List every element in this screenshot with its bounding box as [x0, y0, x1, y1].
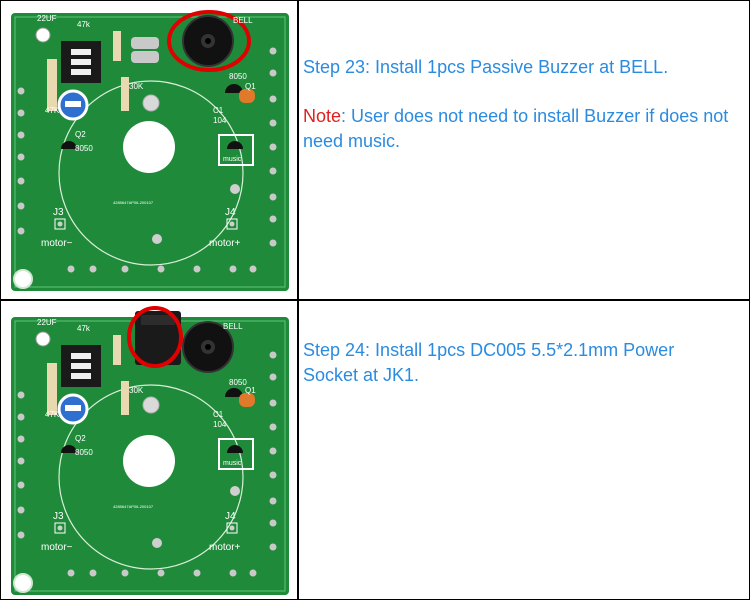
pcb-label-serial: 4285647AP06-200107	[113, 200, 154, 205]
pcb-label-motor-plus: motor+	[209, 542, 241, 553]
pcb-label-q1: Q1	[245, 82, 256, 91]
pcb-label-c1: C1	[213, 106, 224, 115]
row-divider	[0, 299, 750, 301]
pcb-label-res: 47k	[77, 324, 91, 333]
pcb-label-q2: Q2	[75, 130, 86, 139]
pcb-label-motor-minus: motor−	[41, 542, 73, 553]
pcb-label-30k: 30K	[129, 82, 144, 91]
step-23-note: Note: User does not need to install Buzz…	[303, 104, 733, 154]
pcb-label-motor-plus: motor+	[209, 238, 241, 249]
step-24-text: Step 24: Install 1pcs DC005 5.5*2.1mm Po…	[303, 340, 675, 385]
pcb-photo-step-23: 22UF 47k BELL 8050 Q1 C1 104 30K 47K Q2 …	[1, 1, 297, 299]
pcb-label-transistor: 8050	[229, 72, 247, 81]
pcb-label-j3: J3	[53, 207, 64, 218]
highlight-circle-bell	[167, 10, 251, 72]
pcb-label-47k: 47K	[45, 106, 60, 115]
pcb-label-104: 104	[213, 420, 227, 429]
note-text: : User does not need to install Buzzer i…	[303, 106, 729, 151]
pcb-label-q1: Q1	[245, 386, 256, 395]
pcb-label-104: 104	[213, 116, 227, 125]
pcb-label-q2: Q2	[75, 434, 86, 443]
pcb-label-serial: 4285647AP06-200107	[113, 504, 154, 509]
pcb-label-j4: J4	[225, 511, 236, 522]
pcb-label-cap: 22UF	[37, 318, 57, 327]
step-23-text: Step 23: Install 1pcs Passive Buzzer at …	[303, 57, 669, 77]
pcb-label-q2-part: 8050	[75, 144, 93, 153]
note-label: Note	[303, 106, 342, 126]
pcb-label-cap: 22UF	[37, 14, 57, 23]
pcb-label-music: music	[223, 156, 242, 163]
pcb-label-q2-part: 8050	[75, 448, 93, 457]
column-divider	[297, 0, 299, 600]
pcb-label-bell: BELL	[223, 322, 243, 331]
pcb-photo-step-24: 22UF 47k BELL 8050 Q1 C1 104 30K 47K Q2 …	[1, 301, 297, 598]
pcb-label-j4: J4	[225, 207, 236, 218]
pcb-label-c1: C1	[213, 410, 224, 419]
pcb-label-30k: 30K	[129, 386, 144, 395]
step-row-24: 22UF 47k BELL 8050 Q1 C1 104 30K 47K Q2 …	[1, 301, 749, 598]
step-row-23: 22UF 47k BELL 8050 Q1 C1 104 30K 47K Q2 …	[1, 1, 749, 299]
pcb-label-res: 47k	[77, 20, 91, 29]
pcb-label-motor-minus: motor−	[41, 238, 73, 249]
pcb-board-image: 22UF 47k BELL 8050 Q1 C1 104 30K 47K Q2 …	[1, 301, 297, 598]
pcb-label-j3: J3	[53, 511, 64, 522]
pcb-label-transistor: 8050	[229, 378, 247, 387]
pcb-board-image: 22UF 47k BELL 8050 Q1 C1 104 30K 47K Q2 …	[1, 1, 297, 299]
pcb-label-47k: 47K	[45, 410, 60, 419]
pcb-label-music: music	[223, 460, 242, 467]
highlight-circle-jk1	[127, 306, 183, 368]
pcb-label-bell: BELL	[233, 16, 253, 25]
